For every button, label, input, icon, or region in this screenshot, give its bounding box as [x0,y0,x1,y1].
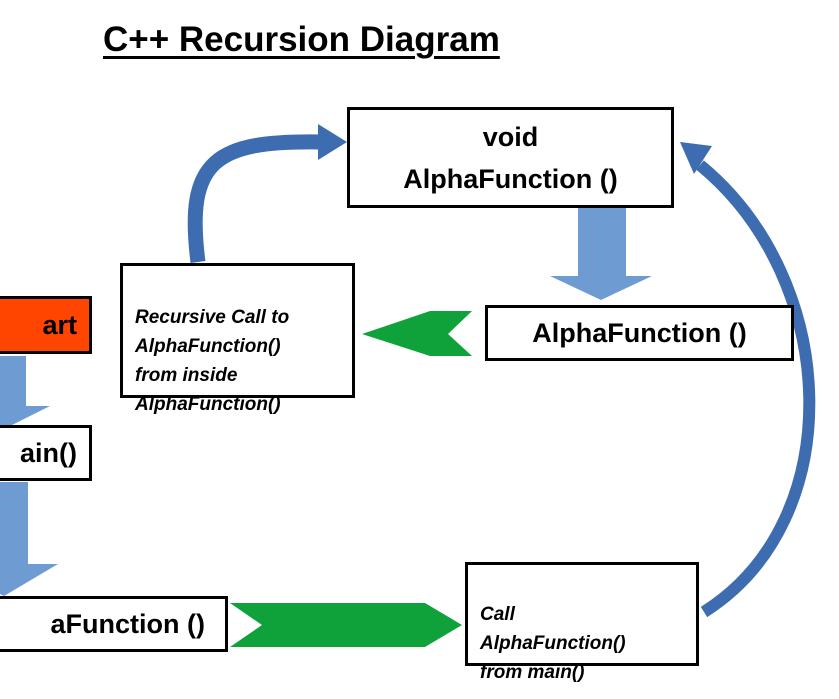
recursive-call-note: Recursive Call to AlphaFunction() from i… [120,263,355,415]
down-arrow-def-to-call [550,208,652,300]
curve-arrowhead-main-call [680,142,712,174]
curve-arrow-recursive [187,134,323,263]
call-from-main-note: Call AlphaFunction() from main() [465,562,699,683]
alpha-main-box: aFunction () [0,596,228,652]
main-label: ain() [20,437,77,468]
alpha-main-label: aFunction () [50,608,205,639]
diagram-title: C++ Recursion Diagram [103,20,500,59]
curve-arrow-main-call [696,160,816,618]
recursive-call-text: Recursive Call to AlphaFunction() from i… [135,307,290,415]
start-box: art [0,296,92,354]
alpha-call-label: AlphaFunction () [532,317,747,348]
call-from-main-text: Call AlphaFunction() from main() [480,604,626,683]
down-arrow-start-to-main [0,356,50,428]
curve-arrowhead-recursive [318,124,347,160]
down-arrow-main-to-alpha [0,482,58,596]
green-arrow-to-call-note [230,603,462,647]
green-arrow-to-recursive-note [362,311,472,356]
start-label: art [42,309,77,340]
main-box: ain() [0,425,92,481]
alpha-definition-label: void AlphaFunction () [403,121,618,194]
alpha-call-box: AlphaFunction () [485,305,794,361]
alpha-definition-box: void AlphaFunction () [347,107,674,208]
